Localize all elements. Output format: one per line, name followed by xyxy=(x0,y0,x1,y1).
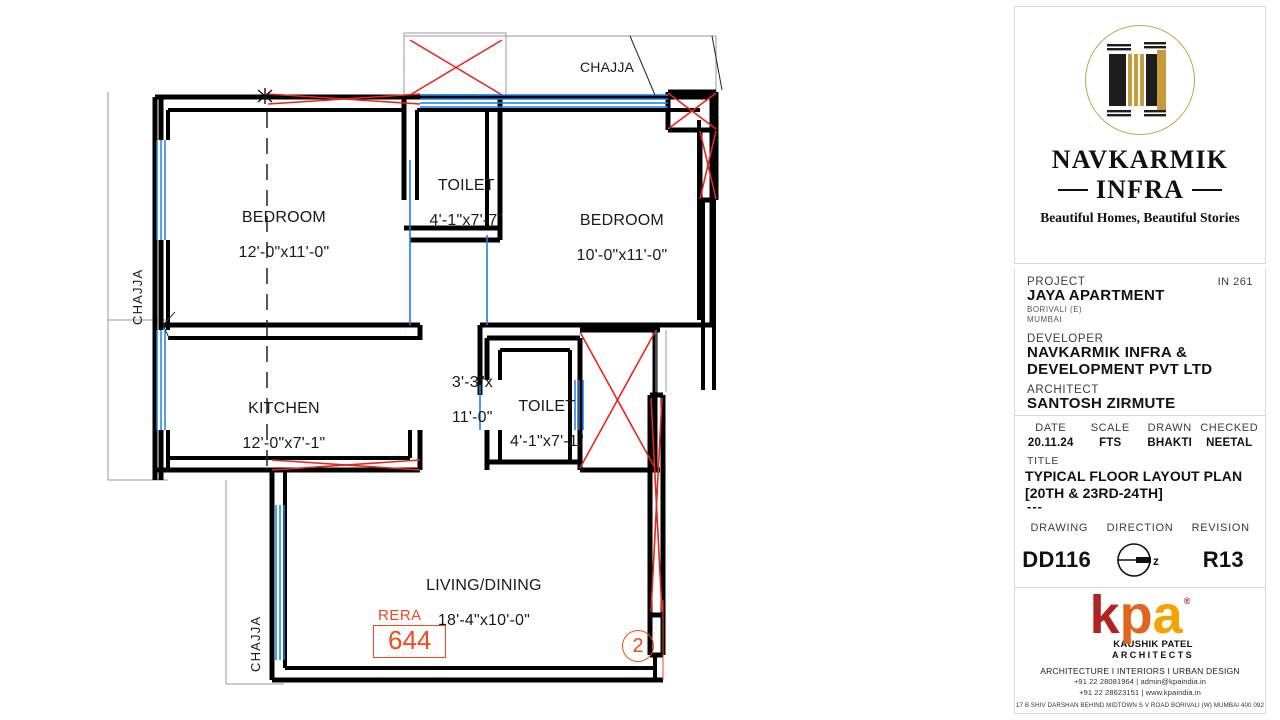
cancelled-element-marks xyxy=(267,39,717,613)
unit-number-marker: 2 xyxy=(622,630,654,662)
shaft-lines xyxy=(655,330,667,392)
room-dimension: 12'-0"x7'-1" xyxy=(242,434,326,452)
brand-rule-left xyxy=(1057,188,1088,191)
drawing-values: DD116 z R13 xyxy=(1015,534,1265,580)
north-direction-icon: z xyxy=(1098,540,1181,580)
project-head: PROJECT xyxy=(1027,276,1086,288)
passage-dimension: 3'-3"x 11'-0" xyxy=(424,357,502,443)
title-head: TITLE xyxy=(1027,455,1060,467)
meta-header-scale: SCALE xyxy=(1090,422,1130,434)
room-name: BEDROOM xyxy=(579,212,664,230)
room-label-living-dining: LIVING/DINING 18'-4"x10'-0" xyxy=(370,560,570,646)
drawing-header-revision: REVISION xyxy=(1191,521,1250,534)
meta-value-checked: NEETAL xyxy=(1206,437,1253,449)
meta-value-drawn: BHAKTI xyxy=(1147,437,1193,449)
kpa-registered-icon: ® xyxy=(1183,596,1191,606)
title-block: NAVKARMIK INFRA Beautiful Homes, Beautif… xyxy=(1000,0,1280,720)
sheet-title: TYPICAL FLOOR LAYOUT PLAN [20TH & 23RD-2… xyxy=(1015,468,1265,501)
project-name: JAYA APARTMENT xyxy=(1027,287,1165,304)
developer-name-line1: NAVKARMIK INFRA & xyxy=(1027,344,1188,362)
kpa-disciplines: ARCHITECTURE I INTERIORS I URBAN DESIGN xyxy=(1040,666,1240,677)
meta-header-drawn: DRAWN xyxy=(1147,422,1192,434)
kpa-logo-k: k xyxy=(1089,585,1120,645)
project-locality: BORIVALI (E) xyxy=(1027,304,1083,314)
rera-label: RERA xyxy=(378,607,422,624)
project-city: MUMBAI xyxy=(1027,315,1062,325)
room-name: TOILET xyxy=(518,398,576,416)
room-label-toilet-2: TOILET 4'-1"x7'-1" xyxy=(478,381,588,467)
floor-plan: BEDROOM 12'-0"x11'-0" TOILET 4'-1"x7'-7"… xyxy=(107,32,723,685)
project-head-row: PROJECT IN 261 xyxy=(1027,276,1253,288)
architect-head: ARCHITECT xyxy=(1027,384,1100,397)
direction-letter: z xyxy=(1153,554,1159,568)
room-dimension: 12'-0"x11'-0" xyxy=(238,243,330,261)
walls xyxy=(152,89,719,683)
kpa-firm-name: KAUSHIK PATEL xyxy=(1113,639,1193,651)
room-name: LIVING/DINING xyxy=(426,577,542,595)
navkarmik-logo-icon xyxy=(1085,25,1195,135)
brand-name-line2: INFRA xyxy=(1095,174,1185,204)
kpa-logo-icon: k p a ® xyxy=(1015,585,1265,645)
brand-tagline: Beautiful Homes, Beautiful Stories xyxy=(1040,209,1240,225)
leader-lines xyxy=(629,35,723,96)
room-dimension: 4'-1"x7'-7" xyxy=(429,211,504,229)
kpa-logo-p: p xyxy=(1119,585,1153,645)
chajja-label-bottom-left: CHAJJA xyxy=(248,615,263,672)
room-dimension: 10'-0"x11'-0" xyxy=(576,246,668,264)
room-label-toilet-1: TOILET 4'-1"x7'-7" xyxy=(395,160,510,246)
asterisk-marker xyxy=(257,88,273,104)
rera-badge: RERA 644 xyxy=(373,607,447,659)
kpa-address: 17 B SHIV DARSHAN BEHIND MIDTOWN S V ROA… xyxy=(1015,701,1265,709)
architect-firm-card: k p a ® KAUSHIK PATEL ARCHITECTS ARCHITE… xyxy=(1014,588,1266,714)
brand-card: NAVKARMIK INFRA Beautiful Homes, Beautif… xyxy=(1014,6,1266,264)
room-dimension: 4'-1"x7'-1" xyxy=(509,432,584,450)
sheet-title-line2: [20TH & 23RD-24TH] xyxy=(1025,484,1163,501)
room-dimension: 18'-4"x10'-0" xyxy=(437,611,530,629)
title-dots: --- xyxy=(1027,499,1043,515)
room-name: KITCHEN xyxy=(248,400,320,418)
developer-head: DEVELOPER xyxy=(1027,333,1104,346)
chajja-label-top: CHAJJA xyxy=(580,59,635,75)
chajja-outline xyxy=(107,32,717,685)
brand-name-line2-row: INFRA xyxy=(1015,175,1265,205)
kpa-firm-sub: ARCHITECTS xyxy=(1112,650,1194,661)
drawing-header-drawing: DRAWING xyxy=(1030,521,1089,534)
sheet-title-line1: TYPICAL FLOOR LAYOUT PLAN xyxy=(1025,468,1243,484)
door-swings xyxy=(162,311,176,341)
room-name: BEDROOM xyxy=(241,209,326,227)
drawing-meta-card: DATE SCALE DRAWN CHECKED 20.11.24 FTS BH… xyxy=(1014,416,1266,588)
architect-name: SANTOSH ZIRMUTE xyxy=(1027,395,1176,413)
project-info-card: PROJECT IN 261 JAYA APARTMENT BORIVALI (… xyxy=(1014,268,1266,424)
chajja-label-left: CHAJJA xyxy=(130,268,145,325)
room-label-bedroom-1: BEDROOM 12'-0"x11'-0" xyxy=(190,192,350,278)
meta-header-checked: CHECKED xyxy=(1200,422,1259,434)
revision-number: R13 xyxy=(1202,546,1244,572)
kpa-logo-a: a xyxy=(1152,585,1183,645)
kpa-contact-line1: +91 22 28081964 | admin@kpaindia.in xyxy=(1073,677,1207,687)
room-label-kitchen: KITCHEN 12'-0"x7'-1" xyxy=(190,383,350,469)
meta-grid: DATE SCALE DRAWN CHECKED 20.11.24 FTS BH… xyxy=(1015,416,1265,449)
rera-number: 644 xyxy=(373,625,447,659)
meta-header-date: DATE xyxy=(1035,422,1067,434)
room-label-bedroom-2: BEDROOM 10'-0"x11'-0" xyxy=(528,195,688,281)
passage-dimension-line2: 11'-0" xyxy=(451,408,493,426)
passage-dimension-line1: 3'-3"x xyxy=(451,374,493,392)
room-name: TOILET xyxy=(437,177,495,195)
drawing-number: DD116 xyxy=(1022,546,1092,572)
project-reference: IN 261 xyxy=(1217,276,1253,288)
drawing-header-direction: DIRECTION xyxy=(1106,521,1174,534)
developer-name-line2: DEVELOPMENT PVT LTD xyxy=(1027,360,1213,378)
meta-value-scale: FTS xyxy=(1099,437,1122,449)
kpa-contact-line2: +91 22 28623151 | www.kpaindia.in xyxy=(1079,688,1201,698)
meta-value-date: 20.11.24 xyxy=(1027,437,1074,449)
windows xyxy=(156,94,668,660)
brand-rule-right xyxy=(1192,188,1223,191)
floor-plan-geometry xyxy=(107,32,723,685)
drawing-headers: DRAWING DIRECTION REVISION xyxy=(1015,513,1265,534)
brand-name-line1: NAVKARMIK xyxy=(1051,145,1229,174)
